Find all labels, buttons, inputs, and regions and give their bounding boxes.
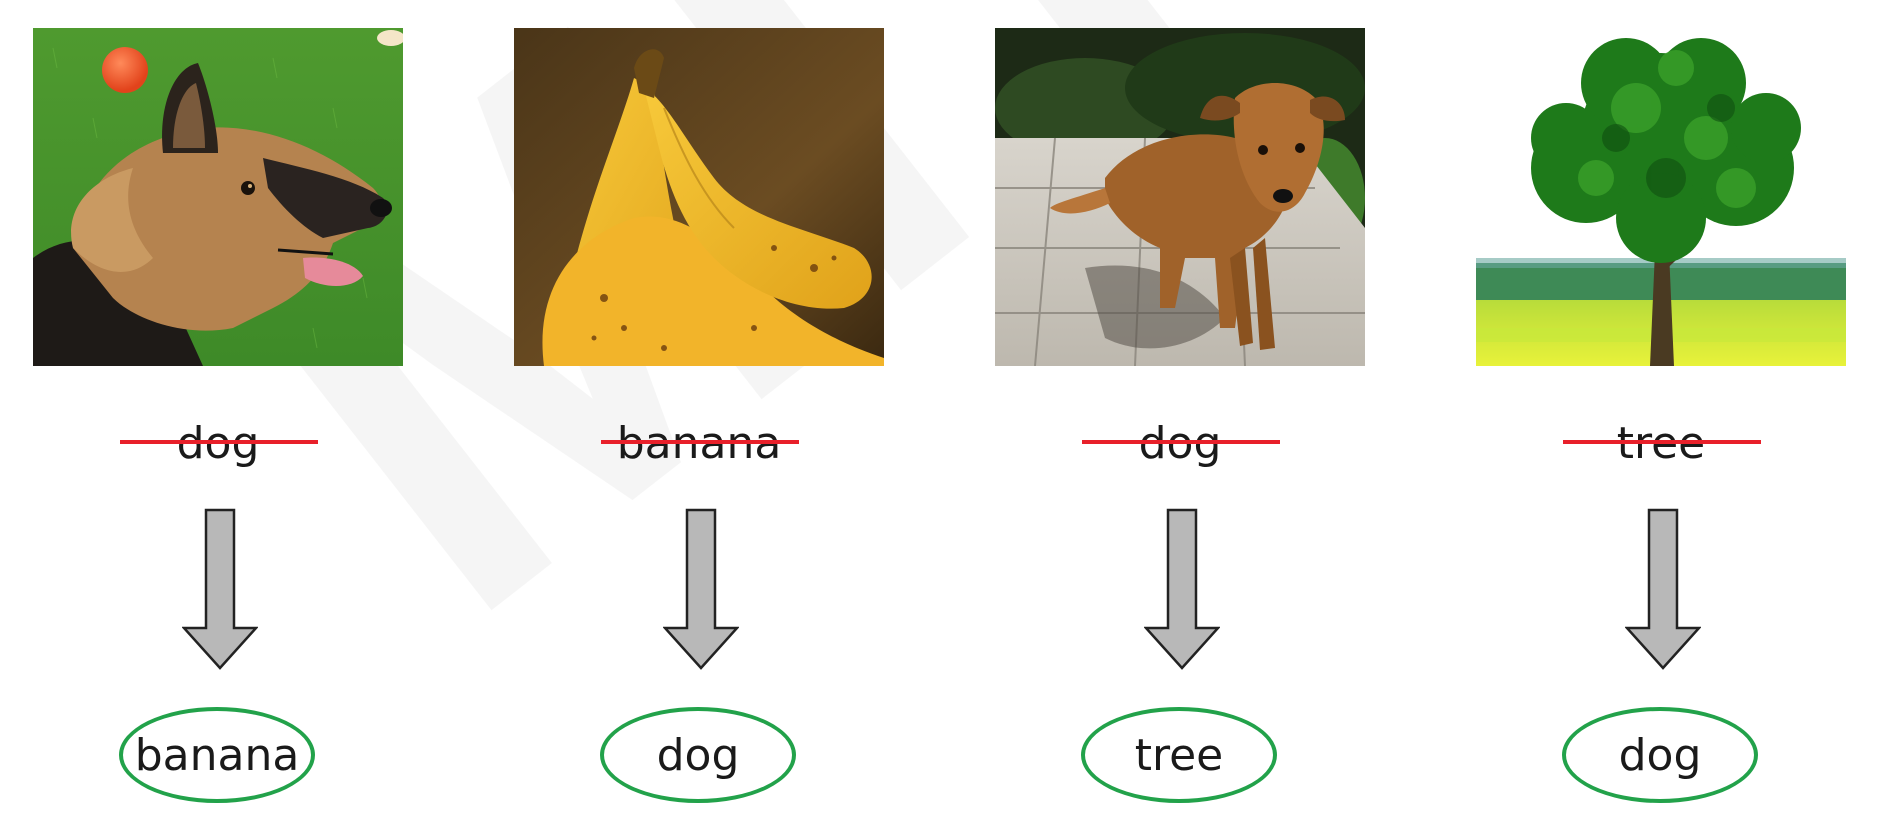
down-arrow-icon: [1625, 508, 1701, 670]
banana-photo: [514, 28, 884, 366]
new-label-ellipse: tree: [1081, 707, 1277, 803]
original-label: banana: [616, 418, 782, 469]
column-1: dog banana: [33, 0, 403, 840]
new-label-text: dog: [1618, 729, 1702, 781]
strikethrough-line: [120, 440, 318, 444]
new-label-ellipse: banana: [119, 707, 315, 803]
column-4: tree dog: [1476, 0, 1846, 840]
original-label: dog: [176, 418, 260, 469]
new-label-ellipse: dog: [600, 707, 796, 803]
tree-image: [1476, 28, 1846, 366]
original-label: tree: [1616, 418, 1706, 469]
strikethrough-line: [1082, 440, 1280, 444]
column-2: banana dog: [514, 0, 884, 840]
banana-image: [514, 28, 884, 366]
strikethrough-line: [601, 440, 799, 444]
down-arrow-icon: [182, 508, 258, 670]
column-3: dog tree: [995, 0, 1365, 840]
dog-photo-1: [33, 28, 403, 366]
new-label-text: dog: [656, 729, 740, 781]
strikethrough-line: [1563, 440, 1761, 444]
new-label-text: banana: [134, 729, 300, 781]
original-label: dog: [1138, 418, 1222, 469]
down-arrow-icon: [1144, 508, 1220, 670]
down-arrow-icon: [663, 508, 739, 670]
new-label-text: tree: [1134, 729, 1224, 781]
new-label-ellipse: dog: [1562, 707, 1758, 803]
brown-dog-image: [995, 28, 1365, 366]
dog-photo-2: [995, 28, 1365, 366]
tree-photo: [1476, 28, 1846, 366]
german-shepherd-image: [33, 28, 403, 366]
